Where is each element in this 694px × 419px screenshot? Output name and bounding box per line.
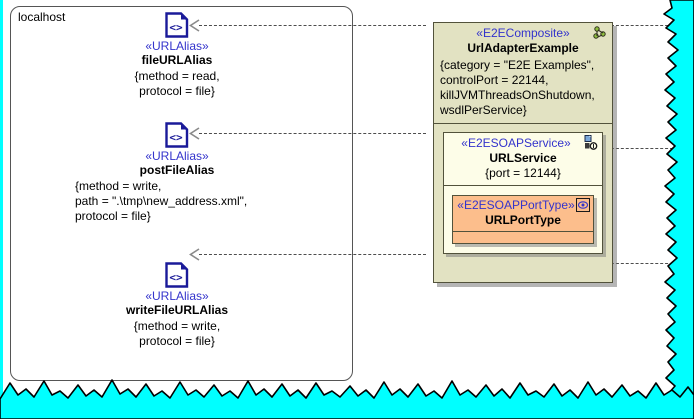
dependency-file-url-alias[interactable] bbox=[199, 25, 426, 26]
composite-url-adapter-example[interactable]: «E2EComposite» UrlAdapterExample {catego… bbox=[433, 22, 613, 283]
alias-name: postFileAlias bbox=[139, 163, 215, 177]
dependency-file-url-alias-right[interactable] bbox=[611, 25, 673, 26]
composite-header: «E2EComposite» UrlAdapterExample {catego… bbox=[434, 23, 612, 124]
alias-write-file-url-alias[interactable]: <> «URLAlias» writeFileURLAlias {method … bbox=[17, 262, 337, 349]
svg-text:<>: <> bbox=[169, 131, 183, 144]
composite-name: UrlAdapterExample bbox=[467, 41, 579, 55]
alias-stereotype: «URLAlias» bbox=[145, 149, 209, 163]
porttype-header: «E2ESOAPPortType» URLPortType bbox=[453, 196, 593, 232]
alias-properties: {method = read, protocol = file} bbox=[134, 69, 220, 98]
code-document-icon: <> bbox=[165, 12, 189, 38]
svg-text:<>: <> bbox=[169, 21, 183, 34]
node-localhost-label: localhost bbox=[18, 10, 66, 24]
node-localhost[interactable]: localhost bbox=[10, 6, 353, 381]
service-header: «E2ESOAPService» URLService {port = 1214… bbox=[444, 133, 602, 186]
svg-text:<>: <> bbox=[169, 271, 183, 284]
soap-service-icon bbox=[584, 135, 598, 150]
composite-body: «E2ESOAPService» URLService {port = 1214… bbox=[434, 124, 612, 263]
alias-properties: {method = write, protocol = file} bbox=[133, 319, 221, 348]
service-properties: {port = 12144} bbox=[485, 166, 561, 180]
composite-stereotype: «E2EComposite» bbox=[476, 26, 570, 40]
alias-post-file-alias[interactable]: <> «URLAlias» postFileAlias {method = wr… bbox=[17, 122, 337, 224]
porttype-url-port-type[interactable]: «E2ESOAPPortType» URLPortType bbox=[452, 195, 594, 244]
service-name: URLService bbox=[489, 151, 557, 165]
composite-properties: {category = "E2E Examples", controlPort … bbox=[440, 58, 595, 117]
dependency-post-file-alias-right[interactable] bbox=[611, 148, 673, 149]
service-stereotype: «E2ESOAPService» bbox=[461, 136, 571, 150]
service-url-service[interactable]: «E2ESOAPService» URLService {port = 1214… bbox=[443, 132, 603, 254]
open-arrow-left-icon bbox=[189, 127, 200, 140]
dependency-post-file-alias[interactable] bbox=[199, 133, 426, 134]
cyan-left-strip bbox=[0, 0, 3, 419]
porttype-interface-icon bbox=[576, 198, 590, 212]
dependency-write-file-url-alias[interactable] bbox=[199, 254, 426, 255]
porttype-operations-compartment bbox=[453, 232, 593, 243]
diagram-canvas[interactable]: localhost <> «URLAlias» fileURLAlias {me… bbox=[3, 0, 694, 400]
composite-component-icon bbox=[592, 25, 608, 41]
alias-name: writeFileURLAlias bbox=[125, 303, 229, 317]
porttype-name: URLPortType bbox=[485, 213, 561, 227]
dependency-write-file-url-alias-right[interactable] bbox=[611, 263, 673, 264]
open-arrow-left-icon bbox=[189, 19, 200, 32]
code-document-icon: <> bbox=[165, 262, 189, 288]
alias-stereotype: «URLAlias» bbox=[145, 289, 209, 303]
alias-stereotype: «URLAlias» bbox=[145, 39, 209, 53]
code-document-icon: <> bbox=[165, 122, 189, 148]
service-body: «E2ESOAPPortType» URLPortType bbox=[444, 186, 602, 253]
porttype-stereotype: «E2ESOAPPortType» bbox=[457, 198, 575, 212]
alias-properties: {method = write, path = ".\tmp\new_addre… bbox=[75, 179, 248, 223]
alias-file-url-alias[interactable]: <> «URLAlias» fileURLAlias {method = rea… bbox=[17, 12, 337, 99]
open-arrow-left-icon bbox=[189, 248, 200, 261]
alias-name: fileURLAlias bbox=[141, 53, 213, 67]
